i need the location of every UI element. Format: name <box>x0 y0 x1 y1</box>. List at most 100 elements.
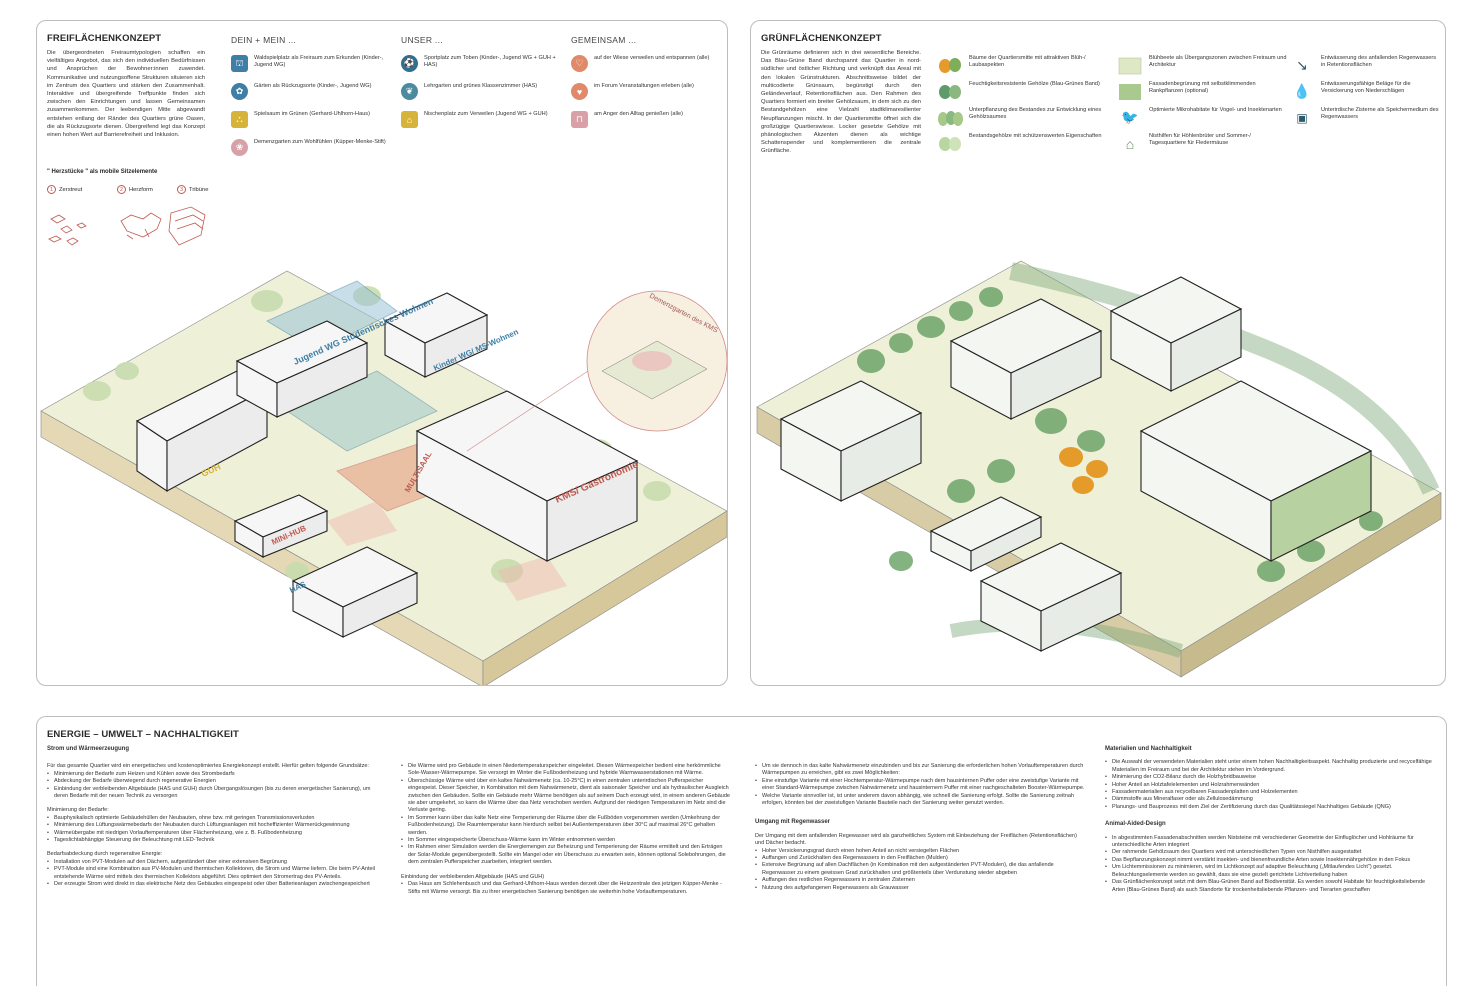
legend-item: ❦ Lehrgarten und grünes Klassenzimmer (H… <box>401 83 561 100</box>
garden-flower-icon: ✿ <box>231 83 248 100</box>
legend-item: Bestandsgehölze mit schützenswerten Eige… <box>937 133 1112 154</box>
energie-title: ENERGIE – UMWELT – NACHHALTIGKEIT <box>47 729 239 740</box>
paragraph: Der Umgang mit dem anfallenden Regewasse… <box>755 832 1077 847</box>
heart-icon: ♥ <box>571 83 588 100</box>
legend-label: Nischenplatz zum Verweilen (Jugend WG + … <box>424 111 548 117</box>
legend-item: ❀ Demenzgarten zum Wohlfühlen (Küpper-Me… <box>231 139 391 156</box>
list-item: Die Wärme wird pro Gebäude in einen Nied… <box>401 763 731 778</box>
list-item: PVT-Module sind eine Kombination aus PV-… <box>47 866 377 881</box>
legend-item: Feuchtigkeitsresistente Gehölze (Blau-Gr… <box>937 81 1112 102</box>
gruen-intro: Die Grünräume definieren sich in drei we… <box>761 50 921 155</box>
legend-label: auf der Wiese verweilen und entspannen (… <box>594 55 710 61</box>
freiflaechen-panel: FREIFLÄCHENKONZEPT Die übergeordneten Fr… <box>36 20 728 686</box>
legend-item: Blühbeete als Übergangszonen zwischen Fr… <box>1117 55 1287 76</box>
facade-green-icon <box>1117 81 1143 102</box>
list-item: Der rahmende Gehölzsaum des Quartiers wi… <box>1105 849 1439 857</box>
gruenflaechen-panel: GRÜNFLÄCHENKONZEPT Die Grünräume definie… <box>750 20 1446 686</box>
herzstuecke-legend: 1 Zerstreut 2 Herzform 3 Tribüne <box>47 185 227 265</box>
list-item: Im Sommer kann über das kalte Netz eine … <box>401 815 731 837</box>
drainage-arrow-icon: ↘ <box>1296 57 1308 73</box>
bullet-list: Das Haus am Schlehenbusch und das Gerhar… <box>401 881 731 896</box>
legend-item: ⊓ am Anger den Alltag genießen (alle) <box>571 111 721 128</box>
list-item: Minimierung der Bedarfe zum Heizen und K… <box>47 771 377 779</box>
legend-item: ♥ im Forum Veranstaltungen erleben (alle… <box>571 83 721 100</box>
materialien-heading: Materialien und Nachhaltigkeit <box>1105 746 1192 752</box>
existing-trees-icon <box>937 133 963 154</box>
herz-label: Tribüne <box>189 186 209 193</box>
legend-item: Unterpflanzung des Bestandes zur Entwick… <box>937 107 1112 128</box>
list-item: Hoher Anteil an Holztafelelementen und H… <box>1105 782 1439 790</box>
legend-item: ⌂ Nisthilfen für Höhlenbrüter und Sommer… <box>1117 133 1287 154</box>
teaching-garden-icon: ❦ <box>401 83 418 100</box>
legend-label: Spielsaum im Grünen (Gerhard-Uhlhorn-Hau… <box>254 111 370 117</box>
bullet-list: Die Wärme wird pro Gebäude in einen Nied… <box>401 763 731 867</box>
herz-label: Herzform <box>129 186 153 193</box>
animal-aided-design-heading: Animal-Aided-Design <box>1105 821 1166 828</box>
list-item: Der erzeugte Strom wird direkt in das el… <box>47 881 377 889</box>
legend-label: im Forum Veranstaltungen erleben (alle) <box>594 83 694 89</box>
legend-label: Bäume der Quartiersmitte mit attraktiven… <box>969 55 1086 69</box>
freiflaechen-axonometric-plan: Jugend WG Studentisches Wohnen Kinder WG… <box>40 270 727 685</box>
list-item: Wärmeübergabe mit niedrigen Vorlauftempe… <box>47 830 377 838</box>
legend-label: am Anger den Alltag genießen (alle) <box>594 111 683 117</box>
list-item: Dämmstoffe aus Mineralfaser oder als Zel… <box>1105 796 1439 804</box>
list-item: Das Grünflächenkonzept setzt mit dem Bla… <box>1105 879 1439 894</box>
bat-box-icon: ⌂ <box>1125 135 1135 152</box>
herz-num: 3 <box>177 185 186 194</box>
list-item: In abgestimmten Fassadenabschnitten werd… <box>1105 835 1439 850</box>
bench-niche-icon: ⌂ <box>401 111 418 128</box>
playground-icon: ⛫ <box>231 55 248 72</box>
herz-item-2: 2 Herzform <box>117 185 153 194</box>
herz-num: 2 <box>117 185 126 194</box>
list-item: Fassadenmaterialien aus recycelbaren Fas… <box>1105 789 1439 797</box>
list-item: Auffangen des restlichen Regenwassers in… <box>755 877 1085 885</box>
legend-item: ♡ auf der Wiese verweilen und entspannen… <box>571 55 721 72</box>
strom-waerme-heading: Strom und Wärmeerzeugung <box>47 746 130 752</box>
list-item: Auffangen und Zurückhalten des Regenwass… <box>755 855 1085 863</box>
herzstuecke-heading: " Herzstücke " als mobile Sitzelemente <box>47 169 158 175</box>
bullet-list: Um sie dennoch in das kalte Nahwärmenetz… <box>755 763 1085 807</box>
legend-label: Entwässerung des anfallenden Regenwasser… <box>1321 55 1437 69</box>
bullet-list: Hoher Versickerungsgrad durch einen hohe… <box>755 848 1085 893</box>
paragraph: Bedarfsabdeckung durch regenerative Ener… <box>47 851 163 858</box>
legend-label: Gärten als Rückzugsorte (Kinder-, Jugend… <box>254 83 372 89</box>
list-item: Extensive Begrünung auf allen Dachfläche… <box>755 862 1085 877</box>
list-item: Um sie dennoch in das kalte Nahwärmenetz… <box>755 763 1085 778</box>
bird-habitat-icon: 🐦 <box>1121 109 1139 125</box>
herz-num: 1 <box>47 185 56 194</box>
legend-label: Bestandsgehölze mit schützenswerten Eige… <box>969 133 1102 139</box>
freiflaechen-title: FREIFLÄCHENKONZEPT <box>47 33 162 44</box>
list-item: Eine einstufige Variante mit einer Hocht… <box>755 778 1085 793</box>
legend-item: Fassadenbegrünung mit selbstklimmenden R… <box>1117 81 1287 102</box>
heart-icon: ♡ <box>571 55 588 72</box>
legend-label: Feuchtigkeitsresistente Gehölze (Blau-Gr… <box>969 81 1100 87</box>
list-item: Im Rahmen einer Simulation werden die En… <box>401 844 731 866</box>
energie-panel: ENERGIE – UMWELT – NACHHALTIGKEIT Strom … <box>36 716 1447 986</box>
list-item: Überschüssige Wärme wird über ein kaltes… <box>401 778 731 815</box>
sports-ball-icon: ⚽ <box>401 55 418 72</box>
paragraph: Minimierung der Bedarfe: <box>47 807 109 814</box>
legend-item: ⛬ Spielsaum im Grünen (Gerhard-Uhlhorn-H… <box>231 111 391 128</box>
legend-item: 🐦 Optimierte Mikrohabitate für Vogel- un… <box>1117 107 1287 128</box>
list-item: Das Bepflanzungskonzept nimmt verstärkt … <box>1105 857 1439 865</box>
legend-item: ↘ Entwässerung des anfallenden Regenwass… <box>1289 55 1441 76</box>
list-item: Installation von PVT-Modulen auf den Däc… <box>47 859 377 867</box>
col-unser-head: UNSER ... <box>401 35 443 45</box>
legend-item: ✿ Gärten als Rückzugsorte (Kinder-, Juge… <box>231 83 391 100</box>
wet-trees-icon <box>937 81 963 102</box>
legend-item: ▣ Unterirdische Zisterne als Speichermed… <box>1289 107 1441 128</box>
legend-label: Fassadenbegrünung mit selbstklimmenden R… <box>1149 81 1256 95</box>
legend-item: ⚽ Sportplatz zum Toben (Kinder-, Jugend … <box>401 55 561 72</box>
list-item: Die Auswahl der verwendeten Materialien … <box>1105 759 1439 774</box>
legend-label: Lehrgarten und grünes Klassenzimmer (HAS… <box>424 83 538 89</box>
energie-col-4: Materialien und Nachhaltigkeit Die Auswa… <box>1105 746 1439 894</box>
energie-col-2: Die Wärme wird pro Gebäude in einen Nied… <box>401 763 731 896</box>
legend-item: Bäume der Quartiersmitte mit attraktiven… <box>937 55 1112 76</box>
legend-label: Nisthilfen für Höhlenbrüter und Sommer-/… <box>1149 133 1251 147</box>
regenwasser-heading: Umgang mit Regenwasser <box>755 819 831 826</box>
herz-item-1: 1 Zerstreut <box>47 185 82 194</box>
col-dein-mein-head: DEIN + MEIN ... <box>231 35 297 45</box>
bullet-list: In abgestimmten Fassadenabschnitten werd… <box>1105 835 1439 894</box>
paragraph: Einbindung der verbleibenden Altgebäude … <box>401 873 545 880</box>
list-item: Einbindung der verbleibenden Altgebäude … <box>47 786 377 801</box>
